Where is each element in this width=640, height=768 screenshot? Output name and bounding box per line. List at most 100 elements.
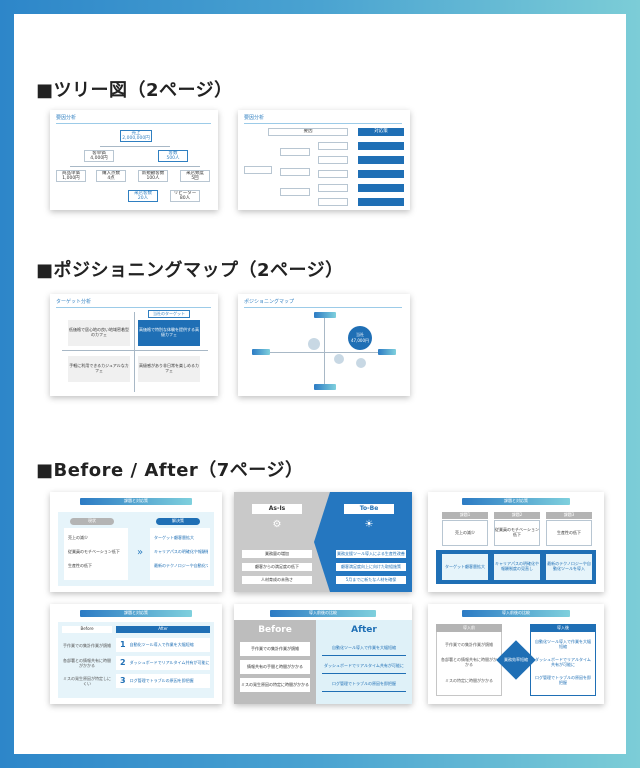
to-be-label: To-Be xyxy=(344,504,394,514)
target-label: 当社のターゲット xyxy=(148,310,190,318)
after-label: After xyxy=(116,626,210,633)
tree-node-l3: 商品単価 1,000円 xyxy=(56,170,86,182)
problem-text: 従業員のモチベーション低下 xyxy=(494,520,540,546)
tree-node xyxy=(318,156,348,164)
tree-node-l3: 新規顧客数 100人 xyxy=(138,170,168,182)
right-label: 解決策 xyxy=(156,518,200,525)
before-item: 各部署との情報共有に時間がかかる xyxy=(63,658,111,668)
solution-bar xyxy=(358,142,404,150)
solution-bar xyxy=(358,184,404,192)
solution-item: 最新のテクノロジーや自動化ツールを導入 xyxy=(154,562,208,568)
thumb-positioning-1[interactable]: ターゲット分析 低価格で居心地の良い地域密着型のカフェ 高価格で特別な体験を提供… xyxy=(50,294,218,396)
tree-node-l3: 来店頻度 5回 xyxy=(180,170,210,182)
section-title-before-after: ■Before / After（7ページ） xyxy=(36,460,304,481)
thumb-before-after-6[interactable]: 導入前後の比較 導入前 手作業での集計作業が煩雑 各部署との情報共有に時間がかか… xyxy=(428,604,604,704)
left-label: 現状 xyxy=(70,518,114,525)
thumb-before-after-5[interactable]: 導入前後の比較 Before After 手作業での集計作業が煩雑 情報共有の手… xyxy=(234,604,412,704)
person-icon: ⚙ xyxy=(272,519,282,530)
thumb-header: 課題と対応策 xyxy=(80,610,192,617)
column-header-solution: 対応策 xyxy=(358,128,404,136)
thumb-header: ターゲット分析 xyxy=(56,298,211,308)
tree-node xyxy=(280,168,310,176)
solution-item: キャリアパスの明確化や報酬制度の見直し xyxy=(154,548,208,554)
before-item: ミスの発生原因の特定に時間がかかる xyxy=(240,678,310,692)
to-be-item: 5月までに新たな人材を確保 xyxy=(336,576,406,584)
thumb-tree-2[interactable]: 要因分析 要因 対応策 xyxy=(238,110,410,210)
thumb-before-after-2[interactable]: As-Is To-Be ⚙ ☀ 業務量の増加 顧客からの満足度の低下 人材育成の… xyxy=(234,492,412,592)
tree-node xyxy=(280,188,310,196)
solution-text: 最新のテクノロジーや自動化ツールを導入 xyxy=(546,554,592,580)
company-bubble: 当社 47,000円 xyxy=(348,326,372,350)
quadrant-cell: 高級感があり非日常を楽しめるカフェ xyxy=(138,356,200,382)
tree-node-l4: 来店客数 20人 xyxy=(128,190,158,202)
axis-label xyxy=(378,349,396,355)
arrow-icon: » xyxy=(136,548,144,558)
before-item: ミスの特定に時間がかかる xyxy=(445,677,493,683)
axis-label xyxy=(314,312,336,318)
thumb-before-after-1[interactable]: 課題と対応策 現状 解決策 売上の減少 従業員のモチベーション低下 生産性の低下… xyxy=(50,492,222,592)
quadrant-cell: 低価格で居心地の良い地域密着型のカフェ xyxy=(68,320,130,346)
tree-node-l4: リピーター 80人 xyxy=(170,190,200,202)
thumb-before-after-3[interactable]: 課題と対応策 課題1 課題2 課題3 売上の減少 従業員のモチベーション低下 生… xyxy=(428,492,604,592)
problem-item: 従業員のモチベーション低下 xyxy=(68,548,120,554)
thumb-before-after-4[interactable]: 課題と対応策 Before After 手作業での集計作業が煩雑 各部署との情報… xyxy=(50,604,222,704)
thumb-tree-1[interactable]: 要因分析 売上 2,000,000円 客単価 4,000円 客数 500人 商品… xyxy=(50,110,218,210)
before-item: 各部署との情報共有に時間がかかる xyxy=(441,657,497,667)
tree-node-l2: 客数 500人 xyxy=(158,150,188,162)
problem-item: 生産性の低下 xyxy=(68,562,92,568)
thumb-positioning-2[interactable]: ポジショニングマップ 当社 47,000円 xyxy=(238,294,410,396)
solution-item: ターゲット顧客層拡大 xyxy=(154,534,194,540)
before-label: Before xyxy=(62,626,112,633)
tree-node xyxy=(318,198,348,206)
solution-bar xyxy=(358,170,404,178)
after-item: 自動化ツール導入で作業を大幅短縮 xyxy=(535,639,591,649)
competitor-bubble xyxy=(356,358,366,368)
after-heading: After xyxy=(351,624,377,635)
after-item: ログ管理でトラブルの原因を即把握 xyxy=(322,678,406,692)
thumb-header: 要因分析 xyxy=(56,114,211,124)
tree-node xyxy=(280,148,310,156)
before-item: 手作業での集計作業が煩雑 xyxy=(240,642,310,656)
column-header-cause: 要因 xyxy=(268,128,348,136)
before-item: 情報共有の手間と時間がかかる xyxy=(240,660,310,674)
solution-bar xyxy=(358,198,404,206)
as-is-label: As-Is xyxy=(252,504,302,514)
bulb-icon: ☀ xyxy=(364,519,374,530)
solution-text: ターゲット顧客層拡大 xyxy=(442,554,488,580)
before-item: 手作業での集計作業が煩雑 xyxy=(445,641,493,647)
tree-node xyxy=(318,170,348,178)
competitor-bubble xyxy=(308,338,320,350)
thumb-header: 課題と対応策 xyxy=(462,498,570,505)
to-be-item: 業務支援ツール導入による生産性改善 xyxy=(336,550,406,558)
section-title-positioning: ■ポジショニングマップ（2ページ） xyxy=(36,260,344,281)
before-heading: Before xyxy=(258,624,292,635)
as-is-item: 顧客からの満足度の低下 xyxy=(242,563,312,571)
before-item: 手作業での集計作業が煩雑 xyxy=(63,642,111,648)
solution-bar xyxy=(358,156,404,164)
after-item: ダッシュボードでリアルタイム共有が可能に xyxy=(322,660,406,674)
competitor-bubble xyxy=(334,354,344,364)
tree-node-l3: 購入点数 4点 xyxy=(96,170,126,182)
quadrant-cell-target: 高価格で特別な体験を提供する高級カフェ xyxy=(138,320,200,346)
after-item: ダッシュボードでリアルタイム共有が可能に xyxy=(535,657,591,667)
tree-root: 売上 2,000,000円 xyxy=(120,130,152,142)
after-heading: 導入後 xyxy=(530,624,596,632)
problem-text: 売上の減少 xyxy=(442,520,488,546)
before-item: ミスの発生原因が特定しにくい xyxy=(63,676,111,686)
tree-node xyxy=(318,142,348,150)
as-is-item: 人材育成の未熟さ xyxy=(242,576,312,584)
section-title-tree: ■ツリー図（2ページ） xyxy=(36,80,233,101)
after-item: 自動化ツール導入で作業を大幅短縮 xyxy=(322,642,406,656)
problem-text: 生産性の低下 xyxy=(546,520,592,546)
problem-tab: 課題2 xyxy=(494,512,540,519)
axis-label xyxy=(314,384,336,390)
thumb-header: ポジショニングマップ xyxy=(244,298,403,308)
problem-item: 売上の減少 xyxy=(68,534,88,540)
thumb-header: 要因分析 xyxy=(244,114,403,124)
to-be-item: 顧客満足度向上に向けた取組施策 xyxy=(336,563,406,571)
thumb-header: 課題と対応策 xyxy=(80,498,192,505)
thumb-header: 導入前後の比較 xyxy=(462,610,570,617)
